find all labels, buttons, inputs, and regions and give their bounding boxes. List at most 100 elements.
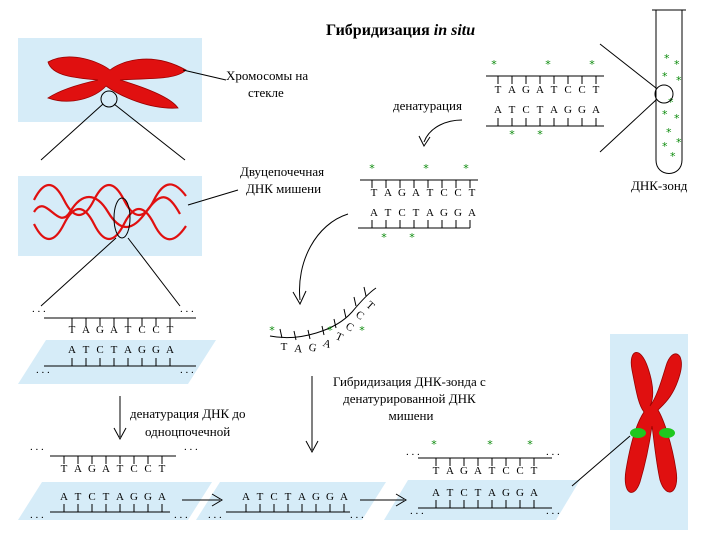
probe-top-base: T	[495, 84, 502, 96]
probe-top-base: A	[536, 84, 544, 96]
probe-bottom-base: G	[564, 104, 572, 116]
zoom-ellipse-dna	[113, 197, 131, 239]
zoom-bottom-base: A	[68, 344, 76, 356]
curved-base: C	[343, 320, 355, 334]
probe-top-base: C	[564, 84, 571, 96]
bottom-mid-slide-base: A	[242, 491, 250, 503]
bottom-right-top-base: G	[460, 465, 468, 477]
ss-bottom-base: A	[370, 207, 378, 219]
curved-tick	[293, 330, 297, 341]
bottom-right-top-base: T	[531, 465, 538, 477]
callout-chromosome	[182, 69, 227, 81]
probe-bottom-base: T	[509, 104, 516, 116]
probe-particle-star: *	[676, 136, 682, 149]
zoom-bottom-base: C	[96, 344, 103, 356]
bottom-left-slide-base: T	[75, 491, 82, 503]
bottom-mid-slide-base: A	[298, 491, 306, 503]
chromosome-on-slide	[47, 56, 187, 109]
ss-top-base: A	[384, 187, 392, 199]
probe-bottom-base: A	[550, 104, 558, 116]
bottom-left-slide-base: A	[60, 491, 68, 503]
probe-top-base: A	[508, 84, 516, 96]
label-chromosomes: Хромосомы на стекле	[226, 68, 311, 100]
ellipsis-left: . . .	[30, 441, 44, 453]
probe-bottom-base: A	[592, 104, 600, 116]
bottom-right-top-base: A	[474, 465, 482, 477]
zoom-top-base: T	[69, 324, 76, 336]
curved-tick	[321, 325, 325, 336]
ss-bottom-base: A	[426, 207, 434, 219]
ss-top-base: T	[371, 187, 378, 199]
probe-particle-star: *	[674, 58, 680, 71]
bottom-left-slide-base: C	[88, 491, 95, 503]
zoom-line-right-2	[127, 237, 181, 307]
bottom-right-slide-base: A	[432, 487, 440, 499]
ss-top-base: G	[398, 187, 406, 199]
bottom-left-top-base: A	[102, 463, 110, 475]
curved-tick	[353, 296, 357, 307]
bottom-mid-slide-base: T	[285, 491, 292, 503]
ellipsis-left: . . .	[208, 509, 222, 521]
probe-particle-star: *	[662, 140, 668, 153]
curved-base: T	[281, 341, 288, 353]
bottom-left-top-base: A	[74, 463, 82, 475]
callout-ds-dna	[187, 189, 239, 206]
probe-top-base: C	[578, 84, 585, 96]
bottom-right-top-base: T	[433, 465, 440, 477]
bottom-left-slide-base: G	[130, 491, 138, 503]
ellipsis-right: . . .	[180, 364, 194, 376]
zoom-bottom-base: T	[111, 344, 118, 356]
probe-label-star: *	[509, 128, 515, 141]
arrow-denaturation	[423, 119, 463, 143]
zoom-top-base: G	[96, 324, 104, 336]
curved-base: A	[321, 337, 332, 351]
zoom-top-base: T	[167, 324, 174, 336]
curved-base: T	[334, 330, 345, 344]
double-strand-dna-wave	[33, 183, 187, 241]
bottom-left-top-base: C	[144, 463, 151, 475]
zoom-line-left-1	[40, 103, 104, 161]
bottom-left-top-base: G	[88, 463, 96, 475]
curved-backbone	[269, 287, 377, 339]
probe-label-star: *	[369, 162, 375, 175]
probe-bottom-base: G	[578, 104, 586, 116]
probe-label-star: *	[589, 58, 595, 71]
ss-top-base: C	[440, 187, 447, 199]
ellipsis-left: . . .	[410, 505, 424, 517]
probe-label-star: *	[463, 162, 469, 175]
probe-label-star: *	[381, 231, 387, 244]
probe-top-base: G	[522, 84, 530, 96]
curved-tick	[363, 286, 367, 297]
glass-slide-3	[18, 340, 216, 384]
probe-particle-star: *	[662, 70, 668, 83]
bottom-right-top-base: T	[489, 465, 496, 477]
curved-base: T	[363, 299, 376, 313]
ss-bottom-base: G	[454, 207, 462, 219]
probe-label-star: *	[487, 438, 493, 451]
curved-tick	[307, 329, 311, 340]
ss-bottom-base: A	[468, 207, 476, 219]
ss-bottom-base: C	[398, 207, 405, 219]
ellipsis-right: . . .	[180, 303, 194, 315]
bottom-left-slide-base: A	[116, 491, 124, 503]
zoom-line-left-2	[40, 237, 117, 307]
curved-base: A	[294, 343, 303, 356]
zoom-bottom-base: A	[124, 344, 132, 356]
probe-label-star: *	[537, 128, 543, 141]
ellipsis-right: . . .	[350, 509, 364, 521]
arrow-to-curved-probe	[298, 213, 349, 301]
probe-particle-star: *	[666, 126, 672, 139]
bottom-left-top-base: T	[61, 463, 68, 475]
ellipsis-left: . . .	[32, 303, 46, 315]
ss-bottom-base: G	[440, 207, 448, 219]
bottom-right-slide-base: T	[475, 487, 482, 499]
bottom-left-slide-base: T	[103, 491, 110, 503]
probe-bottom-base: C	[522, 104, 529, 116]
bottom-mid-slide-base: G	[312, 491, 320, 503]
ss-bottom-base: T	[413, 207, 420, 219]
ss-bottom-base: T	[385, 207, 392, 219]
